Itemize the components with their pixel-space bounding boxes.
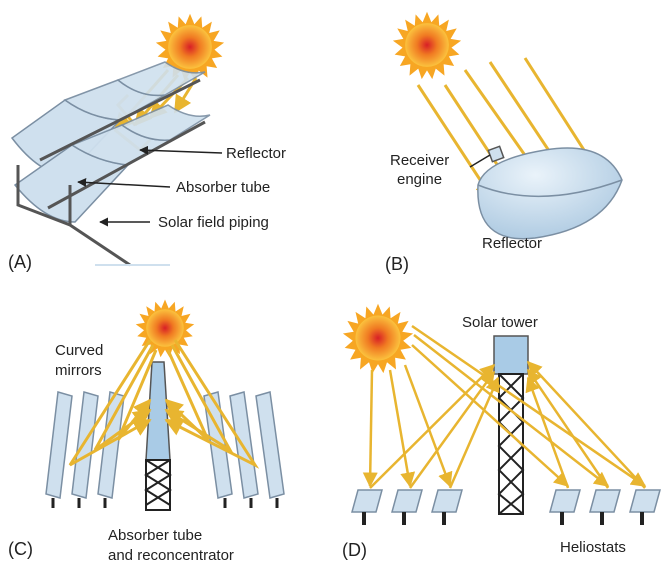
panel-a-letter: (A) <box>8 252 32 272</box>
panel-b: Receiver engine Reflector (B) <box>385 11 623 274</box>
label-heliostats: Heliostats <box>560 539 626 556</box>
label-receiver-line1: Receiver <box>390 152 449 169</box>
trough-structure <box>16 78 206 267</box>
sun-icon <box>392 11 462 80</box>
trough-mirrors <box>10 61 211 223</box>
panel-a-callouts <box>77 145 223 227</box>
panel-d-rays <box>362 324 647 489</box>
fresnel-mirrors <box>45 391 285 499</box>
label-absorber-line1: Absorber tube <box>108 527 202 544</box>
panel-c: Curved mirrors Absorber tube and reconce… <box>8 299 285 564</box>
panel-c-rays <box>68 339 260 469</box>
dish-reflector <box>477 147 623 240</box>
label-absorber-tube-a: Absorber tube <box>176 179 270 196</box>
panel-b-letter: (B) <box>385 254 409 274</box>
sun-icon <box>342 303 414 374</box>
heliostats <box>351 489 661 525</box>
receiver-engine <box>487 145 505 163</box>
label-curved-line2: mirrors <box>55 362 102 379</box>
receiver-callout <box>469 154 491 168</box>
label-solar-tower: Solar tower <box>462 314 538 331</box>
label-curved-line1: Curved <box>55 342 103 359</box>
panel-d-letter: (D) <box>342 540 367 560</box>
label-reflector-a: Reflector <box>226 145 286 162</box>
solar-tower <box>493 335 529 515</box>
label-absorber-line2: and reconcentrator <box>108 547 234 564</box>
panel-d: Solar tower Heliostats (D) <box>342 303 661 560</box>
panel-a: Reflector Absorber tube Solar field pipi… <box>8 13 286 272</box>
fresnel-feet <box>51 498 279 508</box>
label-solar-field-piping: Solar field piping <box>158 214 269 231</box>
label-receiver-line2: engine <box>397 171 442 188</box>
absorber-tower-c <box>144 361 172 511</box>
label-reflector-b: Reflector <box>482 235 542 252</box>
panel-c-letter: (C) <box>8 539 33 559</box>
